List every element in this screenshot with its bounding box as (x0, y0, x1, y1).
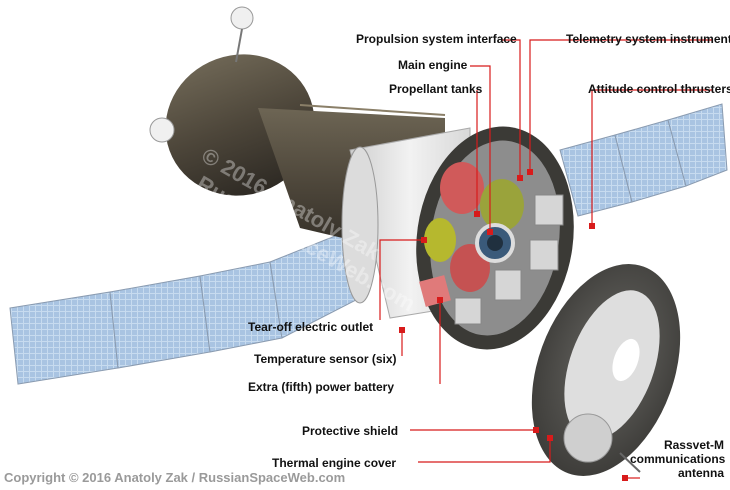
label-propellant-tanks: Propellant tanks (389, 82, 483, 96)
label-rassvet-line1: Rassvet-M (663, 438, 724, 452)
aft-section (416, 126, 574, 350)
leader-dots (399, 169, 628, 481)
label-protective-shield: Protective shield (302, 424, 399, 438)
leader-lines (379, 39, 713, 479)
label-temperature-sensor: Temperature sensor (six) (254, 352, 397, 366)
solar-array-left (9, 231, 396, 385)
label-rassvet-line3: antenna (677, 466, 724, 480)
label-telemetry: Telemetry system instruments (566, 32, 730, 46)
label-rassvet-antenna: Rassvet-M communications antenna (630, 438, 726, 480)
label-main-engine: Main engine (398, 58, 468, 72)
label-propulsion-interface: Propulsion system interface (356, 32, 517, 46)
protective-shield (531, 264, 681, 476)
label-tearoff-outlet: Tear-off electric outlet (248, 320, 374, 334)
label-thermal-cover: Thermal engine cover (272, 456, 397, 470)
copyright-notice: Copyright © 2016 Anatoly Zak / RussianSp… (4, 470, 346, 485)
solar-array-right (559, 103, 728, 217)
label-attitude-thrusters: Attitude control thrusters (588, 82, 730, 96)
label-rassvet-line2: communications (630, 452, 726, 466)
label-power-battery: Extra (fifth) power battery (248, 380, 395, 394)
